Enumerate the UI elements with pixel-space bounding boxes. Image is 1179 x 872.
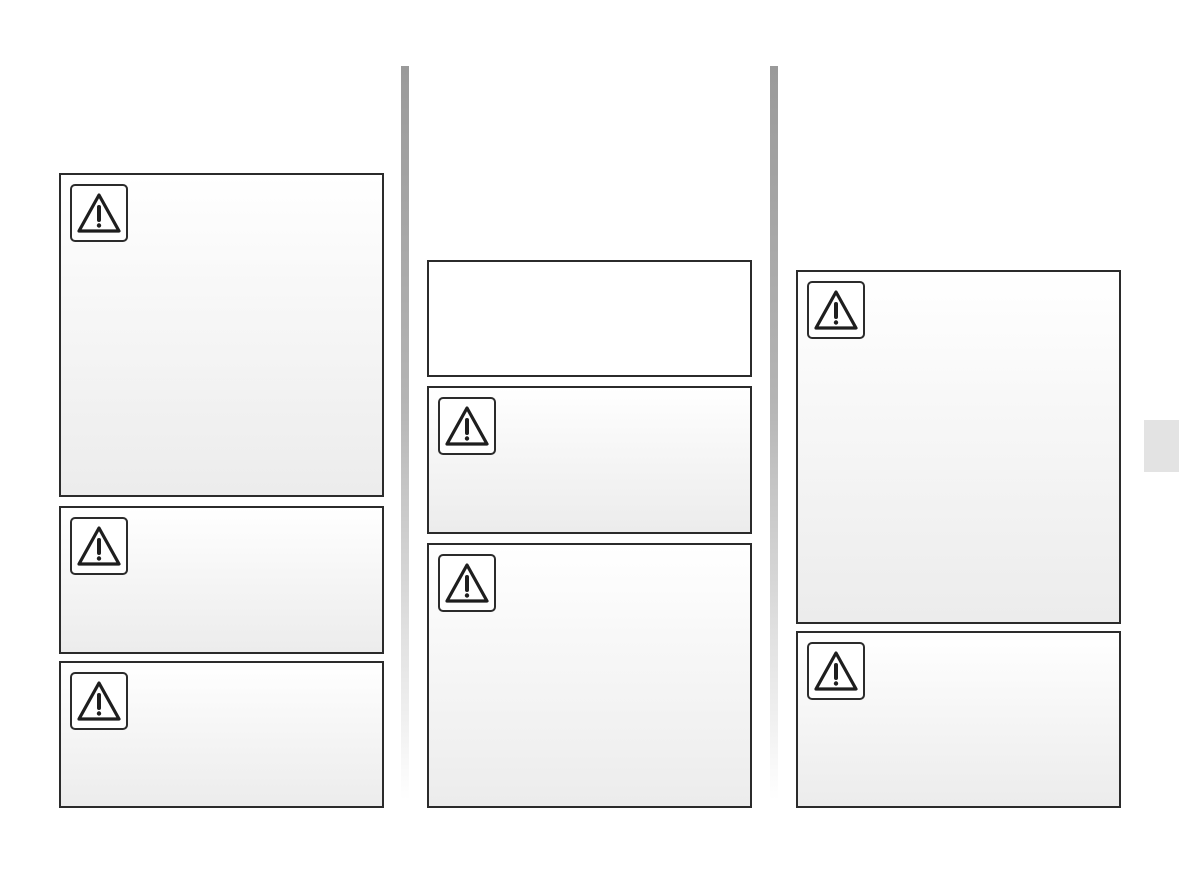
warning-triangle-icon (807, 281, 865, 339)
warning-triangle-icon (70, 672, 128, 730)
warning-box-col1-3 (59, 661, 384, 808)
warning-box-col3-2 (796, 631, 1121, 808)
warning-box-col1-1 (59, 173, 384, 497)
warning-box-col2-3 (427, 543, 752, 808)
note-box-col2-1 (427, 260, 752, 377)
warning-triangle-icon (70, 184, 128, 242)
warning-box-col3-1 (796, 270, 1121, 624)
warning-triangle-icon (70, 517, 128, 575)
column-divider-right (770, 66, 778, 800)
warning-box-col2-2 (427, 386, 752, 534)
warning-triangle-icon (438, 554, 496, 612)
section-tab-marker (1144, 420, 1179, 472)
warning-triangle-icon (438, 397, 496, 455)
warning-triangle-icon (807, 642, 865, 700)
column-divider-left (401, 66, 409, 800)
warning-box-col1-2 (59, 506, 384, 654)
